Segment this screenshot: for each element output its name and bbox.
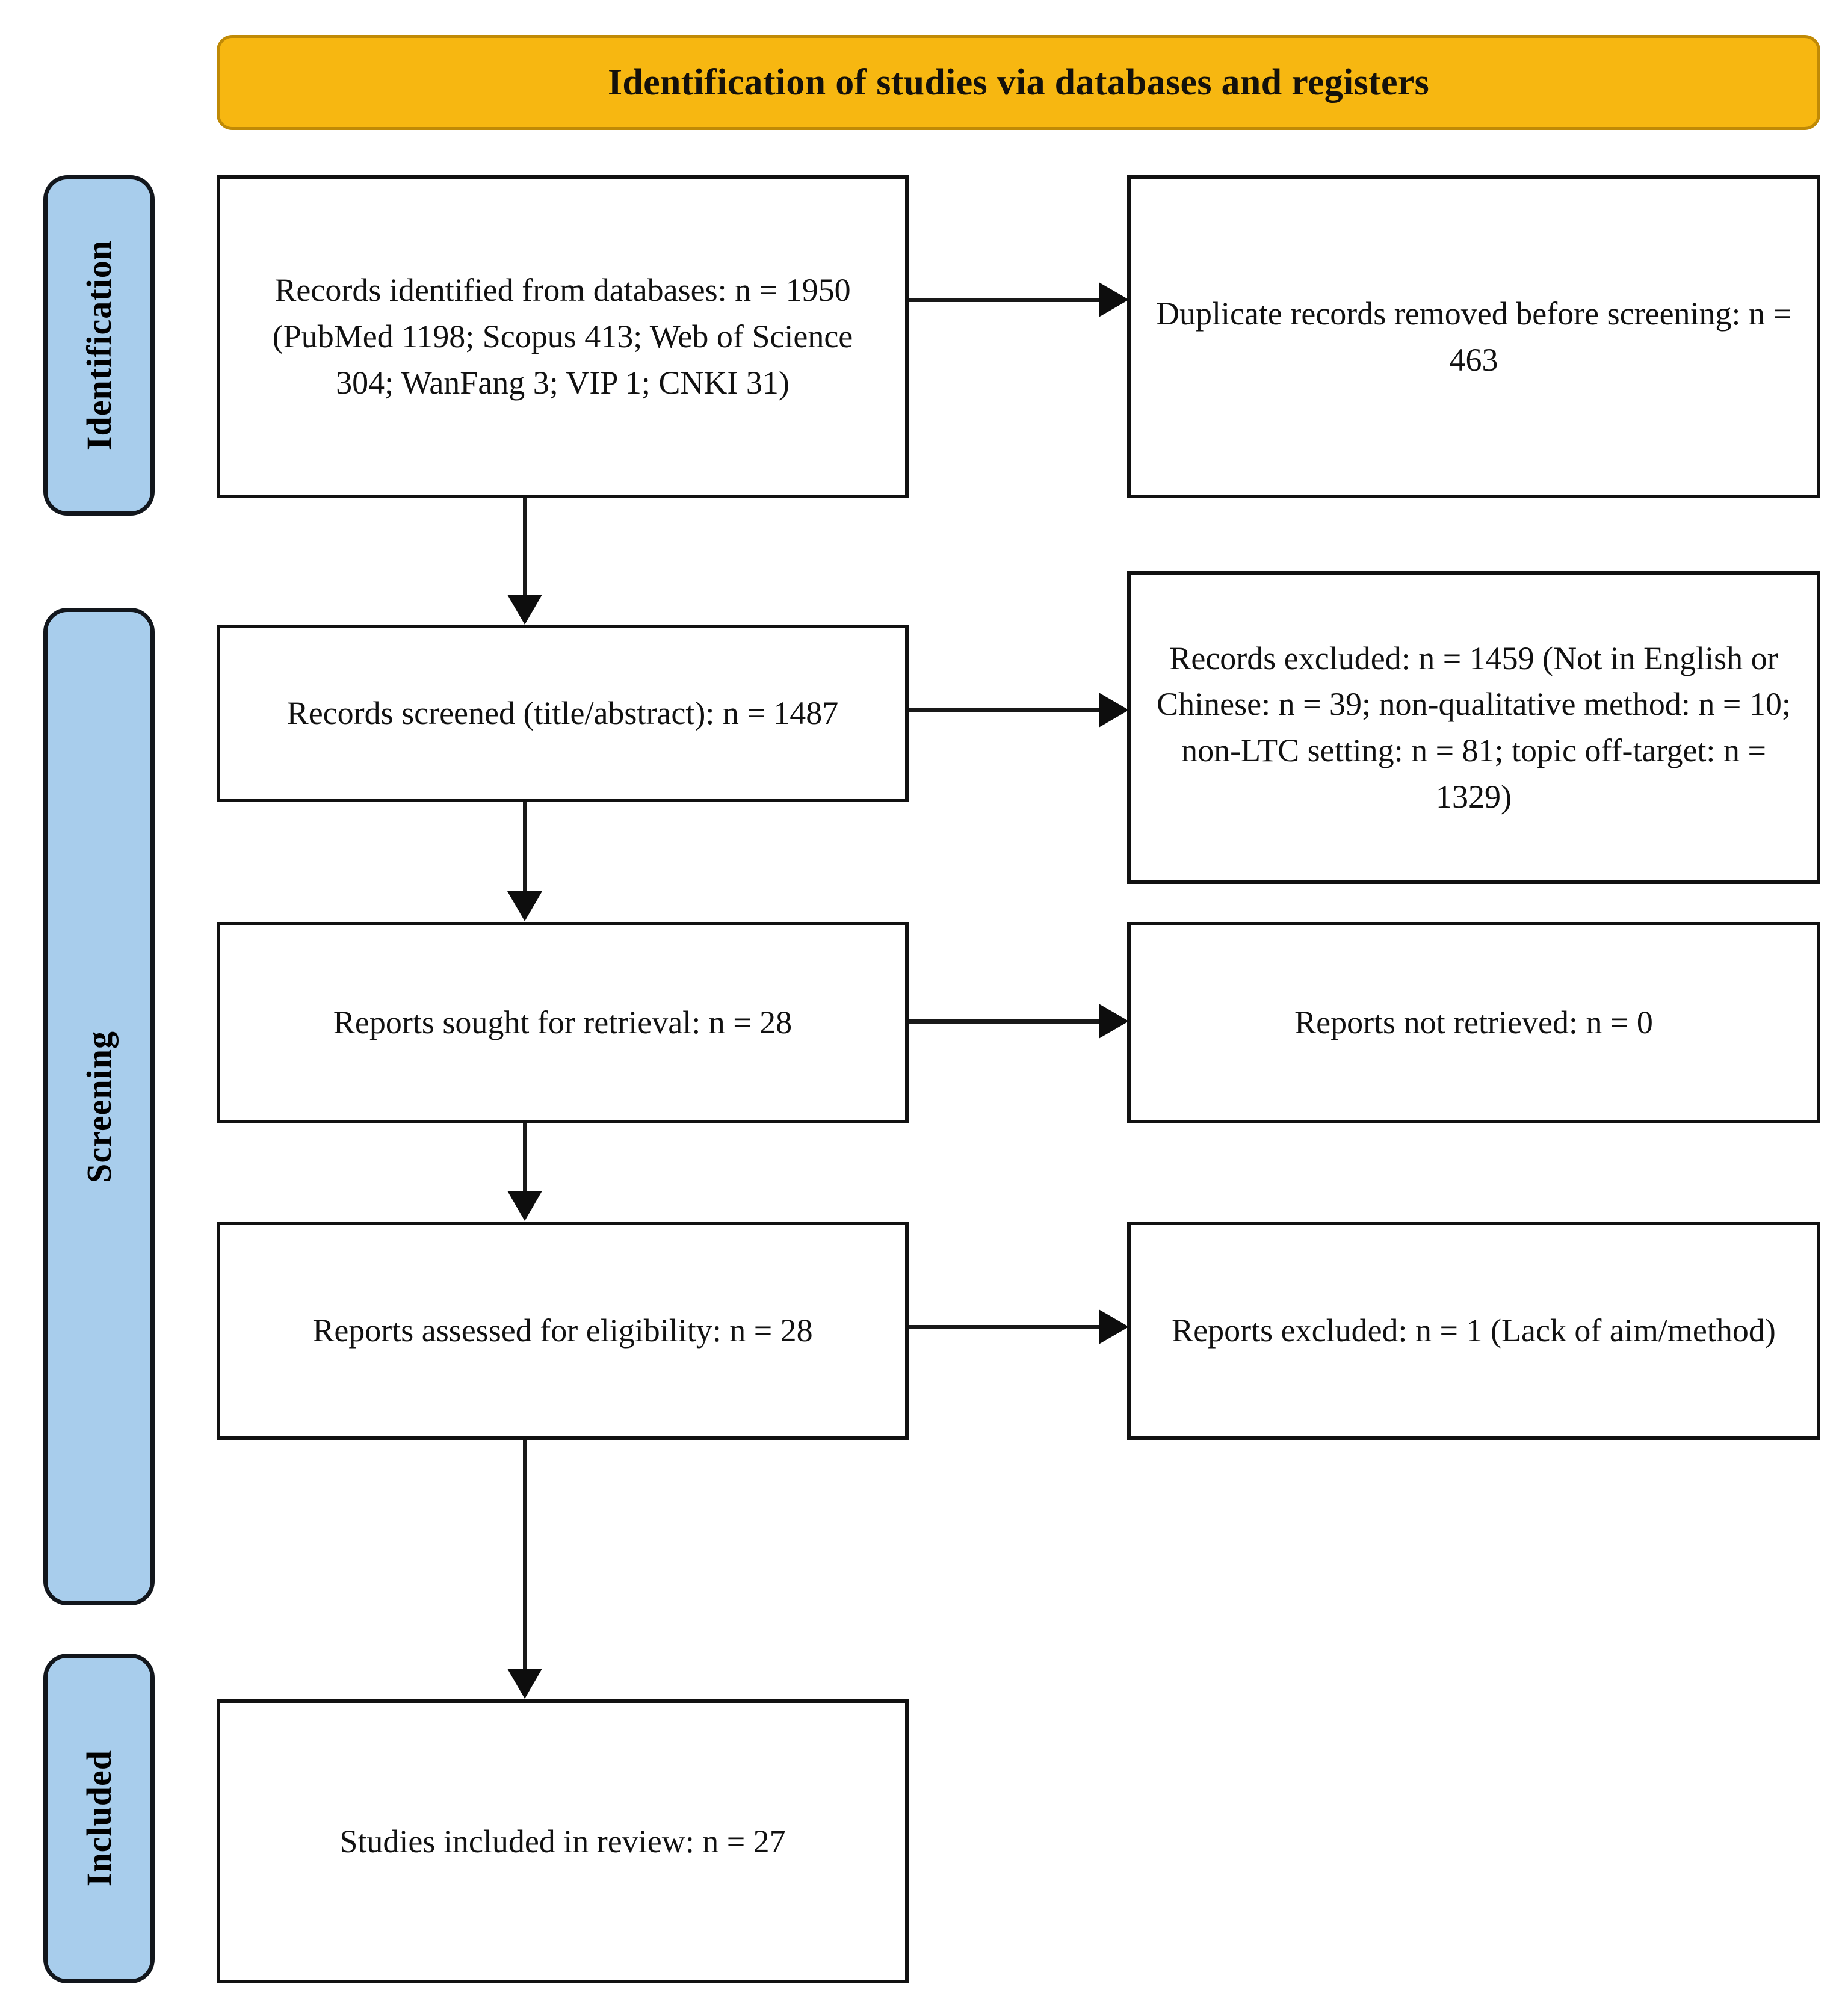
stage-label-included: Included bbox=[43, 1654, 155, 1983]
arrow-stem bbox=[909, 708, 1099, 712]
box-reports-not-retrieved: Reports not retrieved: n = 0 bbox=[1127, 922, 1820, 1123]
box-records-screened-text: Records screened (title/abstract): n = 1… bbox=[286, 695, 839, 732]
arrow-stem bbox=[523, 802, 527, 891]
arrow-stem bbox=[523, 498, 527, 595]
diagram-title: Identification of studies via databases … bbox=[607, 61, 1430, 103]
box-records-identified: Records identified from databases: n = 1… bbox=[217, 175, 909, 498]
arrow-head-down-icon bbox=[507, 1669, 542, 1699]
arrow-head-right-icon bbox=[1099, 1004, 1129, 1039]
box-reports-sought-for-retrieval: Reports sought for retrieval: n = 28 bbox=[217, 922, 909, 1123]
box-records-screened: Records screened (title/abstract): n = 1… bbox=[217, 625, 909, 802]
arrow-head-right-icon bbox=[1099, 693, 1129, 728]
box-duplicate-records-removed: Duplicate records removed before screeni… bbox=[1127, 175, 1820, 498]
box-studies-included-text: Studies included in review: n = 27 bbox=[339, 1823, 786, 1859]
arrow-head-right-icon bbox=[1099, 282, 1129, 317]
stage-label-screening: Screening bbox=[43, 608, 155, 1605]
box-reports-excluded-text: Reports excluded: n = 1 (Lack of aim/met… bbox=[1172, 1312, 1776, 1349]
arrow-stem bbox=[909, 1325, 1099, 1329]
arrow-head-down-icon bbox=[507, 891, 542, 921]
box-reports-assessed-text: Reports assessed for eligibility: n = 28 bbox=[312, 1312, 813, 1349]
stage-label-identification-text: Identification bbox=[79, 240, 119, 451]
box-records-excluded-text: Records excluded: n = 1459 (Not in Engli… bbox=[1157, 640, 1791, 815]
box-reports-not-retrieved-text: Reports not retrieved: n = 0 bbox=[1294, 1004, 1653, 1041]
arrow-stem bbox=[909, 1019, 1099, 1024]
arrow-stem bbox=[909, 298, 1099, 302]
arrow-head-down-icon bbox=[507, 1191, 542, 1221]
box-reports-assessed-for-eligibility: Reports assessed for eligibility: n = 28 bbox=[217, 1222, 909, 1440]
arrow-head-right-icon bbox=[1099, 1309, 1129, 1344]
stage-label-screening-text: Screening bbox=[79, 1030, 119, 1183]
box-studies-included-in-review: Studies included in review: n = 27 bbox=[217, 1699, 909, 1983]
diagram-header-banner: Identification of studies via databases … bbox=[217, 35, 1820, 130]
arrow-stem bbox=[523, 1123, 527, 1191]
stage-label-identification: Identification bbox=[43, 175, 155, 516]
box-records-excluded: Records excluded: n = 1459 (Not in Engli… bbox=[1127, 571, 1820, 884]
arrow-stem bbox=[523, 1440, 527, 1669]
box-reports-sought-text: Reports sought for retrieval: n = 28 bbox=[333, 1004, 793, 1041]
box-reports-excluded: Reports excluded: n = 1 (Lack of aim/met… bbox=[1127, 1222, 1820, 1440]
box-records-identified-text: Records identified from databases: n = 1… bbox=[272, 272, 853, 401]
arrow-head-down-icon bbox=[507, 595, 542, 625]
box-duplicate-records-text: Duplicate records removed before screeni… bbox=[1155, 295, 1791, 378]
stage-label-included-text: Included bbox=[79, 1750, 119, 1887]
